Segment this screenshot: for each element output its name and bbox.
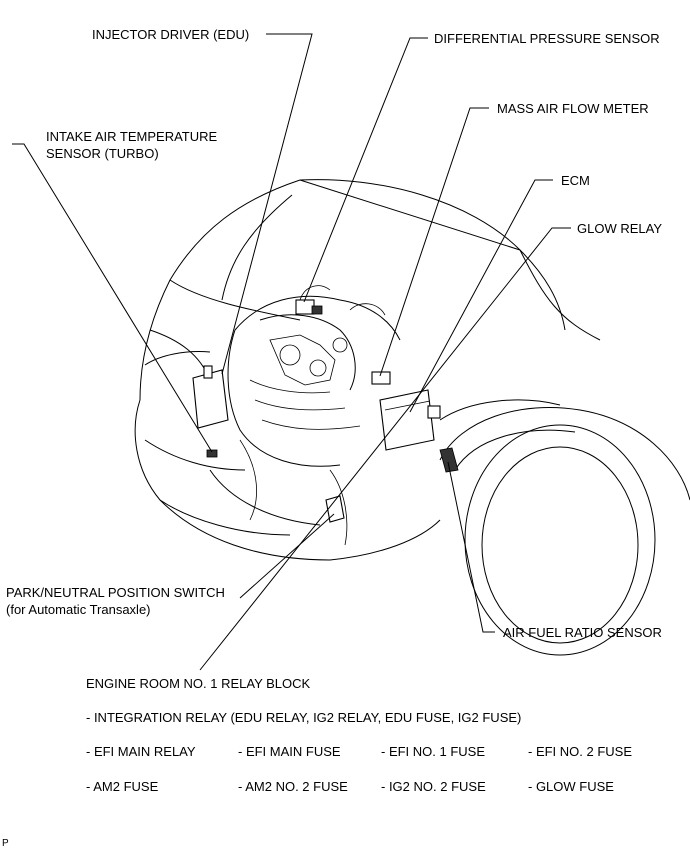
relay-block-item: - EFI MAIN RELAY: [86, 744, 196, 759]
intake-air-temp-part: [206, 449, 218, 458]
leader-lines: [12, 33, 571, 671]
glow-relay-label: GLOW RELAY: [577, 221, 663, 236]
differential-pressure-label: DIFFERENTIAL PRESSURE SENSOR: [434, 31, 660, 46]
relay-block-item: - IG2 NO. 2 FUSE: [381, 779, 486, 794]
mass-air-flow-label: MASS AIR FLOW METER: [497, 101, 649, 116]
air-fuel-ratio-part: [439, 447, 459, 473]
ecm-label: ECM: [561, 173, 590, 188]
glow-relay-part: [427, 405, 441, 419]
relay-block-item: - GLOW FUSE: [528, 779, 614, 794]
park-neutral-label: PARK/NEUTRAL POSITION SWITCH (for Automa…: [6, 585, 225, 617]
front-wheel: [439, 406, 690, 656]
air-fuel-ratio-label: AIR FUEL RATIO SENSOR: [503, 625, 662, 640]
relay-block-item: - EFI NO. 1 FUSE: [381, 744, 486, 759]
differential-pressure-part: [295, 299, 323, 315]
park-neutral-part: [325, 495, 345, 523]
relay-block-title: ENGINE ROOM NO. 1 RELAY BLOCK: [86, 676, 311, 691]
relay-block-item: - AM2 NO. 2 FUSE: [238, 779, 348, 794]
injector-driver-part: [192, 365, 229, 429]
relay-block-item: - EFI NO. 2 FUSE: [528, 744, 633, 759]
intake-air-temp-label: INTAKE AIR TEMPERATURE SENSOR (TURBO): [46, 129, 218, 161]
engine-block: [227, 285, 401, 546]
ecm-part: [379, 389, 435, 451]
integration-relay-item: - INTEGRATION RELAY (EDU RELAY, IG2 RELA…: [86, 710, 522, 725]
relay-block-item: - EFI MAIN FUSE: [238, 744, 341, 759]
car-body: [134, 179, 601, 561]
relay-block-item: - AM2 FUSE: [86, 779, 159, 794]
injector-driver-label: INJECTOR DRIVER (EDU): [92, 27, 250, 42]
corner-mark: P: [2, 838, 9, 849]
